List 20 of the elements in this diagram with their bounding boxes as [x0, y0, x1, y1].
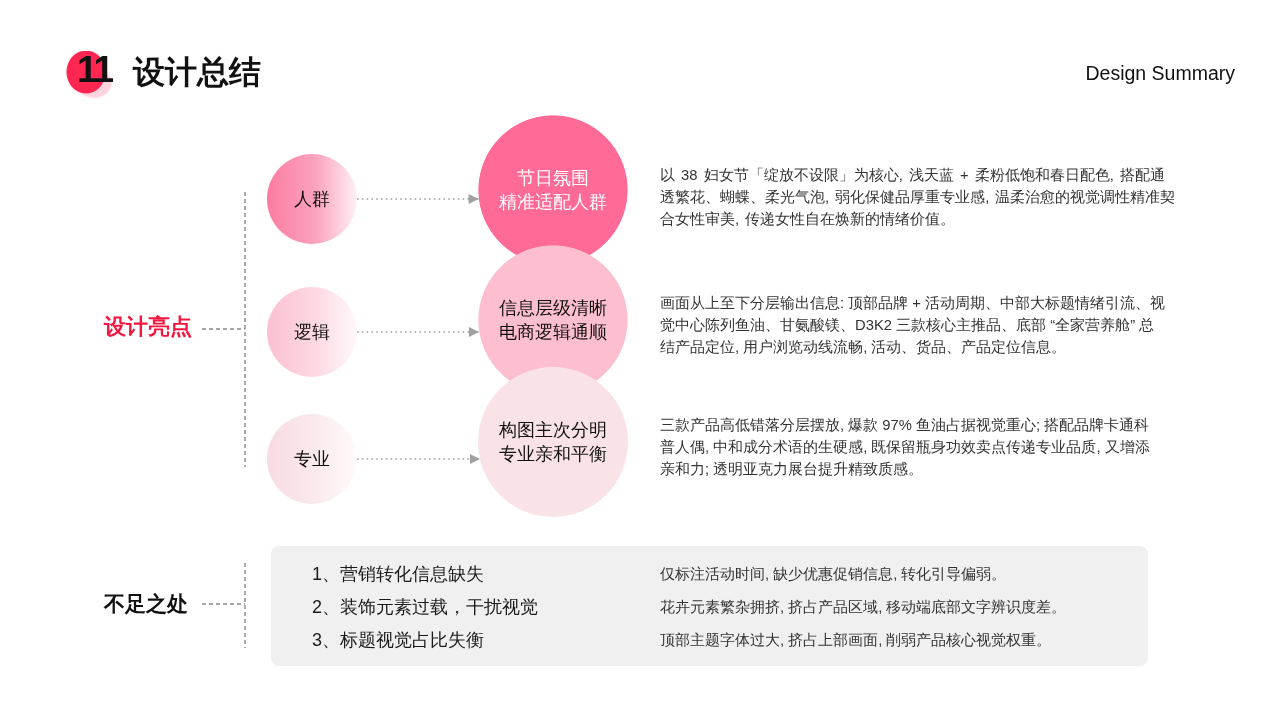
description: 画面从上至下分层输出信息: 顶部品牌 + 活动周期、中部大标题情绪引流、视觉中心陈列鱼油、甘氨酸镁、D3K2 三款核心主推品、底部 “全家营养舱” 总结产品定位, 用户浏览动线流畅, 活动、货品、产品定位信息。 — [660, 294, 1166, 357]
issue-title: 3、标题视觉占比失衡 — [312, 629, 484, 652]
section-label: 设计亮点 — [104, 314, 192, 340]
issue-description: 顶部主题字体过大, 挤占上部画面, 削弱产品核心视觉权重。 — [660, 631, 1052, 650]
issue-title: 2、装饰元素过载，干扰视觉 — [312, 596, 538, 619]
issue-description: 花卉元素繁杂拥挤, 挤占产品区域, 移动端底部文字辨识度差。 — [660, 598, 1067, 617]
issue-description: 仅标注活动时间, 缺少优惠促销信息, 转化引导偏弱。 — [660, 565, 1007, 584]
arrow — [356, 327, 480, 337]
highlight-circle: 构图主次分明专业亲和平衡 — [478, 367, 628, 517]
arrow — [356, 454, 481, 464]
topic-circle: 专业 — [267, 414, 357, 504]
description: 以 38 妇女节「绽放不设限」为核心, 浅天蓝 + 柔粉低饱和春日配色, 搭配通透繁花、蝴蝶、柔光气泡, 弱化保健品厚重专业感, 温柔治愈的视觉调性精准契合女性审美, 传递女性自在焕新的情绪价值。 — [660, 166, 1177, 229]
subtitle: Design Summary — [1085, 61, 1235, 86]
topic-circle: 逻辑 — [267, 287, 357, 377]
topic-circle: 人群 — [267, 154, 357, 244]
description: 三款产品高低错落分层摆放, 爆款 97% 鱼油占据视觉重心; 搭配品牌卡通科普人偶, 中和成分术语的生硬感, 既保留瓶身功效卖点传递专业品质, 又增添亲和力; 透明亚克力展台提升精致质感。 — [660, 416, 1151, 479]
section-label: 不足之处 — [104, 591, 188, 616]
arrow — [356, 194, 480, 204]
issue-title: 1、营销转化信息缺失 — [312, 563, 484, 586]
page-title: 设计总结 — [133, 53, 261, 92]
